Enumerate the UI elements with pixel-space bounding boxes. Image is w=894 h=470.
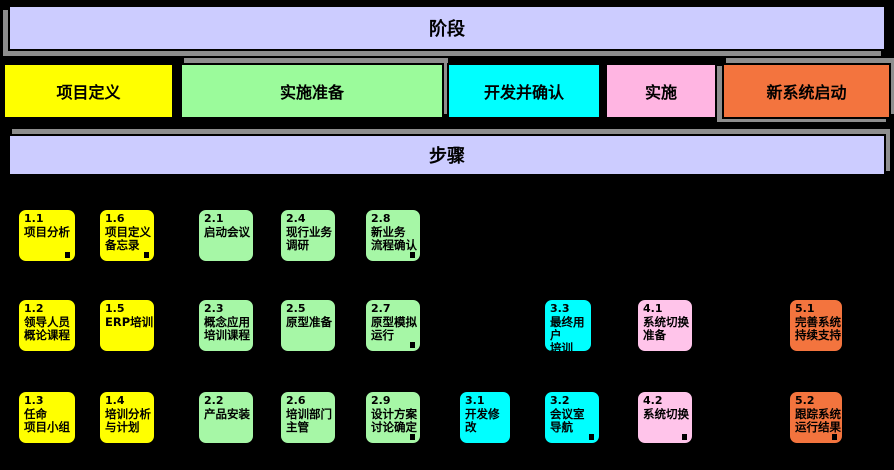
- step-label: 新业务 流程确认: [371, 224, 417, 252]
- step-label: 项目定义 备忘录: [105, 224, 151, 252]
- phase-label: 新系统启动: [766, 83, 847, 102]
- step-label: 完善系统 持续支持: [795, 314, 841, 342]
- connector-notch: [65, 252, 70, 258]
- step-header-bar: 步骤: [8, 134, 886, 176]
- connector-stub: [7, 233, 16, 235]
- step-box-2-2: 2.2 产品安装: [197, 390, 255, 445]
- phase-box-develop-confirm: 开发并确认: [447, 63, 601, 119]
- step-number: 1.4: [105, 394, 125, 407]
- step-box-4-1: 4.1 系统切换 准备: [636, 298, 694, 353]
- phase-box-implementation: 实施: [605, 63, 717, 119]
- step-number: 1.1: [24, 212, 44, 225]
- phase-header-bar: 阶段: [8, 5, 886, 51]
- phase-label: 项目定义: [56, 83, 121, 102]
- phase-box-project-definition: 项目定义: [3, 63, 174, 119]
- arrow-head-icon: [270, 228, 278, 238]
- step-box-1-3: 1.3 任命 项目小组: [17, 390, 77, 445]
- step-label: 任命 项目小组: [24, 406, 70, 434]
- connector-notch: [410, 342, 415, 348]
- phase-box-implementation-prep: 实施准备: [180, 63, 444, 119]
- arrow-line: [255, 321, 271, 323]
- step-number: 1.5: [105, 302, 125, 315]
- step-label: 培训分析 与计划: [105, 406, 151, 434]
- step-number: 4.1: [643, 302, 663, 315]
- arrow-line: [253, 232, 271, 234]
- step-label: 设计方案 讨论确定: [371, 406, 417, 434]
- step-label: 培训部门 主管: [286, 406, 332, 434]
- step-label: 系统切换: [643, 406, 689, 421]
- connector-notch: [410, 434, 415, 440]
- step-number: 2.5: [286, 302, 306, 315]
- step-number: 4.2: [643, 394, 663, 407]
- step-label: 领导人员 概论课程: [24, 314, 70, 342]
- step-box-1-4: 1.4 培训分析 与计划: [98, 390, 156, 445]
- connector-notch: [410, 252, 415, 258]
- step-number: 5.1: [795, 302, 815, 315]
- step-header-label: 步骤: [429, 146, 465, 167]
- phase-header-label: 阶段: [429, 19, 465, 40]
- connector-notch: [832, 434, 837, 440]
- phase-label: 实施: [644, 83, 677, 102]
- step-box-2-7: 2.7 原型模拟 运行: [364, 298, 422, 353]
- step-label: 系统切换 准备: [643, 314, 689, 342]
- step-box-1-2: 1.2 领导人员 概论课程: [17, 298, 77, 353]
- step-number: 2.7: [371, 302, 391, 315]
- step-label: 跟踪系统 运行结果: [795, 406, 841, 434]
- step-number: 1.2: [24, 302, 44, 315]
- step-label: 项目分析: [24, 224, 70, 239]
- arrow-head-icon: [270, 317, 278, 327]
- step-number: 2.1: [204, 212, 224, 225]
- step-label: 现行业务 调研: [286, 224, 332, 252]
- connector-stub: [513, 407, 520, 409]
- connector-stub: [422, 233, 429, 235]
- step-number: 3.2: [550, 394, 570, 407]
- step-number: 5.2: [795, 394, 815, 407]
- phase-label: 开发并确认: [483, 83, 564, 102]
- step-box-2-6: 2.6 培训部门 主管: [279, 390, 337, 445]
- step-box-4-2: 4.2 系统切换: [636, 390, 694, 445]
- step-box-2-9: 2.9 设计方案 讨论确定: [364, 390, 422, 445]
- step-box-2-8: 2.8 新业务 流程确认: [364, 208, 422, 263]
- step-box-3-1: 3.1 开发修改: [458, 390, 512, 445]
- step-number: 2.6: [286, 394, 306, 407]
- step-box-5-1: 5.1 完善系统 持续支持: [788, 298, 844, 353]
- connector-notch: [589, 434, 594, 440]
- step-label: 概念应用 培训课程: [204, 314, 250, 342]
- step-box-1-1: 1.1 项目分析: [17, 208, 77, 263]
- step-number: 2.8: [371, 212, 391, 225]
- step-label: 产品安装: [204, 406, 250, 421]
- connector-notch: [144, 252, 149, 258]
- step-box-1-6: 1.6 项目定义 备忘录: [98, 208, 156, 263]
- step-box-3-2: 3.2 会议室 导航: [543, 390, 601, 445]
- step-box-2-5: 2.5 原型准备: [279, 298, 337, 353]
- step-box-2-1: 2.1 启动会议: [197, 208, 255, 263]
- step-number: 2.4: [286, 212, 306, 225]
- step-number: 1.6: [105, 212, 125, 225]
- connector-notch: [682, 434, 687, 440]
- step-box-5-2: 5.2 跟踪系统 运行结果: [788, 390, 844, 445]
- step-box-3-3: 3.3 最终用户 培训: [543, 298, 593, 356]
- step-label: 原型准备: [286, 314, 332, 329]
- step-label: 会议室 导航: [550, 406, 585, 434]
- step-number: 1.3: [24, 394, 44, 407]
- step-label: 启动会议: [204, 224, 250, 239]
- step-number: 2.2: [204, 394, 224, 407]
- step-number: 3.1: [465, 394, 485, 407]
- step-box-2-4: 2.4 现行业务 调研: [279, 208, 337, 263]
- step-number: 3.3: [550, 302, 570, 315]
- connector-stub: [6, 412, 15, 414]
- step-number: 2.9: [371, 394, 391, 407]
- connector-stub: [78, 231, 86, 233]
- step-label: 最终用户 培训: [550, 314, 585, 356]
- phase-label: 实施准备: [279, 83, 344, 102]
- step-label: 原型模拟 运行: [371, 314, 417, 342]
- connector-stub: [3, 324, 12, 326]
- step-label: 开发修改: [465, 406, 500, 434]
- step-box-1-5: 1.5 ERP培训: [98, 298, 156, 353]
- phase-box-new-system-launch: 新系统启动: [722, 63, 891, 119]
- step-box-2-3: 2.3 概念应用 培训课程: [197, 298, 255, 353]
- step-label: ERP培训: [105, 314, 154, 329]
- step-number: 2.3: [204, 302, 224, 315]
